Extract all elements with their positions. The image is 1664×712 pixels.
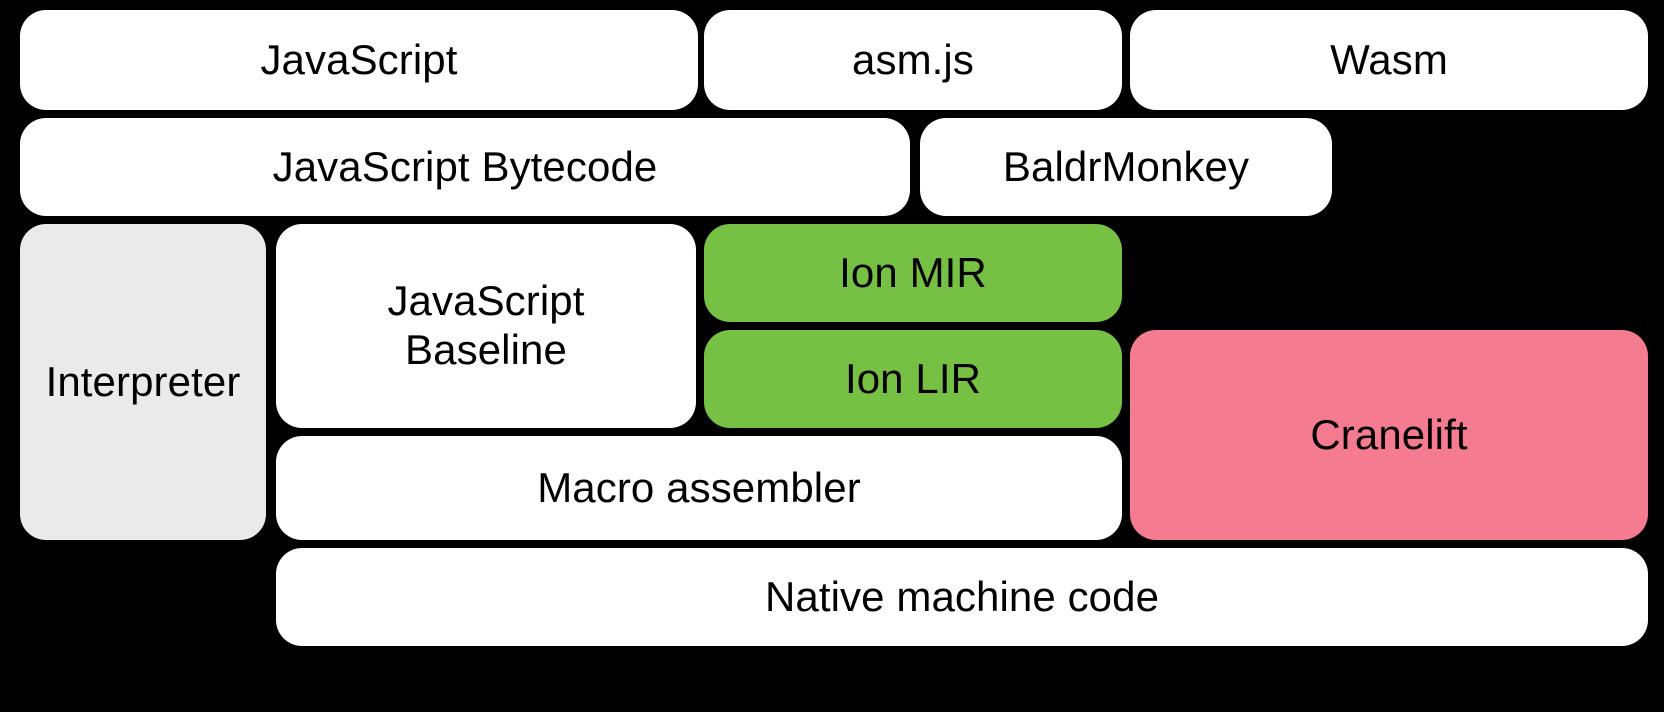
node-ion-lir: Ion LIR xyxy=(704,330,1122,428)
node-label-asm-js: asm.js xyxy=(852,35,974,83)
node-label-javascript: JavaScript xyxy=(260,35,458,83)
node-baldrmonkey: BaldrMonkey xyxy=(920,118,1332,216)
node-label-ion-lir: Ion LIR xyxy=(844,354,982,402)
node-label-macro-assembler: Macro assembler xyxy=(537,463,861,511)
node-label-javascript-bytecode: JavaScript Bytecode xyxy=(272,142,658,190)
node-label-native-machine-code: Native machine code xyxy=(764,572,1160,620)
node-label-ion-mir: Ion MIR xyxy=(839,248,987,296)
node-ion-mir: Ion MIR xyxy=(704,224,1122,322)
node-native-machine-code: Native machine code xyxy=(276,548,1648,646)
node-label-interpreter: Interpreter xyxy=(45,357,241,405)
node-interpreter: Interpreter xyxy=(20,224,266,540)
node-label-wasm: Wasm xyxy=(1330,35,1448,83)
node-javascript-bytecode: JavaScript Bytecode xyxy=(20,118,910,216)
node-label-baldrmonkey: BaldrMonkey xyxy=(1002,142,1250,190)
node-cranelift: Cranelift xyxy=(1130,330,1648,540)
node-javascript-baseline: JavaScript Baseline xyxy=(276,224,696,428)
node-label-javascript-baseline: JavaScript Baseline xyxy=(387,277,585,373)
node-wasm: Wasm xyxy=(1130,10,1648,110)
node-asm-js: asm.js xyxy=(704,10,1122,110)
node-javascript: JavaScript xyxy=(20,10,698,110)
node-macro-assembler: Macro assembler xyxy=(276,436,1122,540)
node-label-cranelift: Cranelift xyxy=(1310,410,1468,458)
